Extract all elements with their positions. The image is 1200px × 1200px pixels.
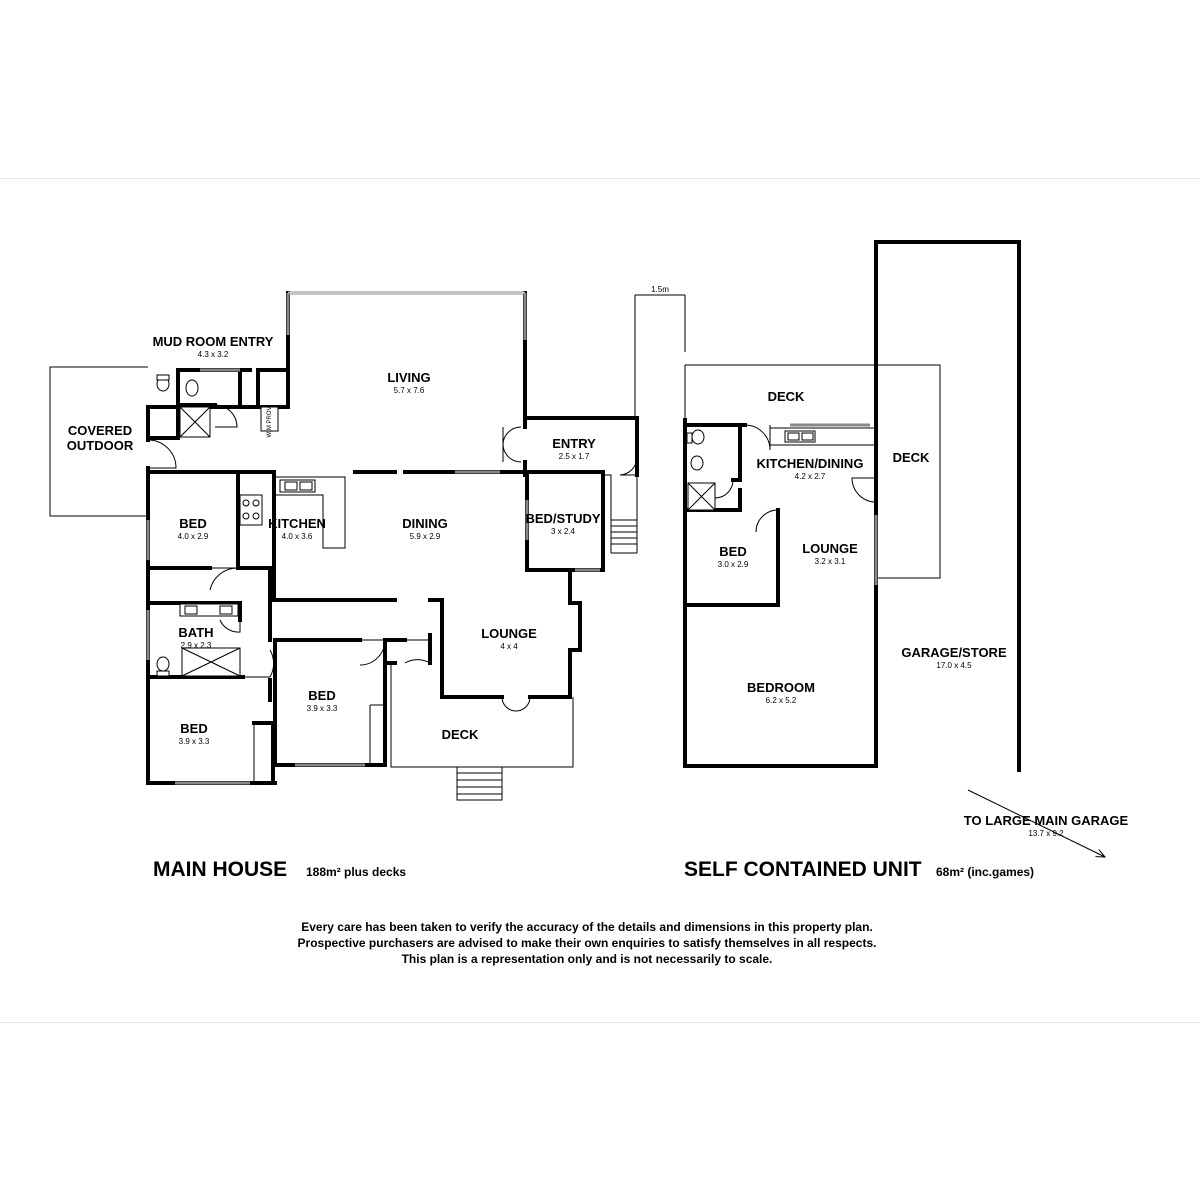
main-house-area: 188m² plus decks — [306, 865, 406, 879]
room-dims: 3 x 2.4 — [551, 527, 576, 536]
unit-windows — [790, 423, 878, 585]
room-label: BED/STUDY — [525, 511, 600, 526]
room-dims: 4.0 x 3.6 — [282, 532, 313, 541]
unit-fixtures — [686, 429, 816, 511]
plan-frame — [0, 178, 1200, 1023]
garage-pointer — [967, 789, 1105, 857]
room-labels: MUD ROOM ENTRY 4.3 x 3.2 LIVING 5.7 x 7.… — [67, 334, 1129, 838]
main-house-fixtures: W/M PROV — [156, 374, 316, 677]
room-label: GARAGE/STORE — [901, 645, 1007, 660]
room-label: LOUNGE — [481, 626, 537, 641]
room-dims: 3.9 x 3.3 — [179, 737, 210, 746]
garage-pointer-dims: 13.7 x 9.2 — [1028, 829, 1064, 838]
room-label: BED — [179, 516, 206, 531]
room-dims: 4 x 4 — [500, 642, 518, 651]
room-label: DECK — [442, 727, 479, 742]
room-dims: 2.9 x 2.3 — [181, 641, 212, 650]
room-dims: 3.0 x 2.9 — [718, 560, 749, 569]
room-dims: 3.9 x 3.3 — [307, 704, 338, 713]
unit-area: 68m² (inc.games) — [936, 865, 1034, 879]
garage-pointer-label: TO LARGE MAIN GARAGE — [964, 813, 1129, 828]
wm-prov-label: W/M PROV — [267, 407, 273, 438]
room-dims: 4.0 x 2.9 — [178, 532, 209, 541]
unit-title: SELF CONTAINED UNIT — [684, 858, 922, 881]
main-house-title: MAIN HOUSE — [153, 858, 287, 881]
room-dims: 6.2 x 5.2 — [766, 696, 797, 705]
basin — [185, 379, 199, 397]
room-label: ENTRY — [552, 436, 596, 451]
unit-toilet — [691, 429, 705, 445]
separation-marker: 1.5m — [634, 285, 686, 418]
disclaimer-line: This plan is a representation only and i… — [402, 952, 773, 966]
washing-machine-provision — [260, 406, 279, 432]
unit-basin — [690, 455, 704, 471]
main-house-walls — [49, 291, 639, 801]
room-label: BEDROOM — [747, 680, 815, 695]
room-label: LIVING — [387, 370, 430, 385]
disclaimer-line: Every care has been taken to verify the … — [301, 920, 873, 934]
room-dims: 3.2 x 3.1 — [815, 557, 846, 566]
room-label: KITCHEN/DINING — [757, 456, 864, 471]
bath-toilet — [156, 656, 170, 672]
room-label: KITCHEN — [268, 516, 326, 531]
titles: MAIN HOUSE 188m² plus decks SELF CONTAIN… — [153, 858, 1034, 881]
room-label: LOUNGE — [802, 541, 858, 556]
stove — [239, 494, 263, 526]
room-label: BED — [719, 544, 746, 559]
main-house-windows — [146, 291, 600, 785]
disclaimer-line: Prospective purchasers are advised to ma… — [298, 936, 877, 950]
disclaimer: Every care has been taken to verify the … — [298, 920, 877, 966]
room-dims: 5.9 x 2.9 — [410, 532, 441, 541]
unit-walls — [683, 240, 1021, 772]
room-label: BED — [180, 721, 207, 736]
main-house-doors — [147, 404, 638, 783]
room-dims: 2.5 x 1.7 — [559, 452, 590, 461]
unit-doors — [714, 424, 877, 533]
room-label: DINING — [402, 516, 448, 531]
room-dims: 4.3 x 3.2 — [198, 350, 229, 359]
room-label: BED — [308, 688, 335, 703]
separation-label: 1.5m — [651, 285, 669, 294]
room-label: BATH — [178, 625, 213, 640]
room-dims: 5.7 x 7.6 — [394, 386, 425, 395]
room-label: DECK — [768, 389, 805, 404]
room-label: MUD ROOM ENTRY — [153, 334, 274, 349]
room-dims: 4.2 x 2.7 — [795, 472, 826, 481]
room-label: DECK — [893, 450, 930, 465]
room-dims: 17.0 x 4.5 — [936, 661, 972, 670]
arrow-icon — [967, 789, 1105, 857]
